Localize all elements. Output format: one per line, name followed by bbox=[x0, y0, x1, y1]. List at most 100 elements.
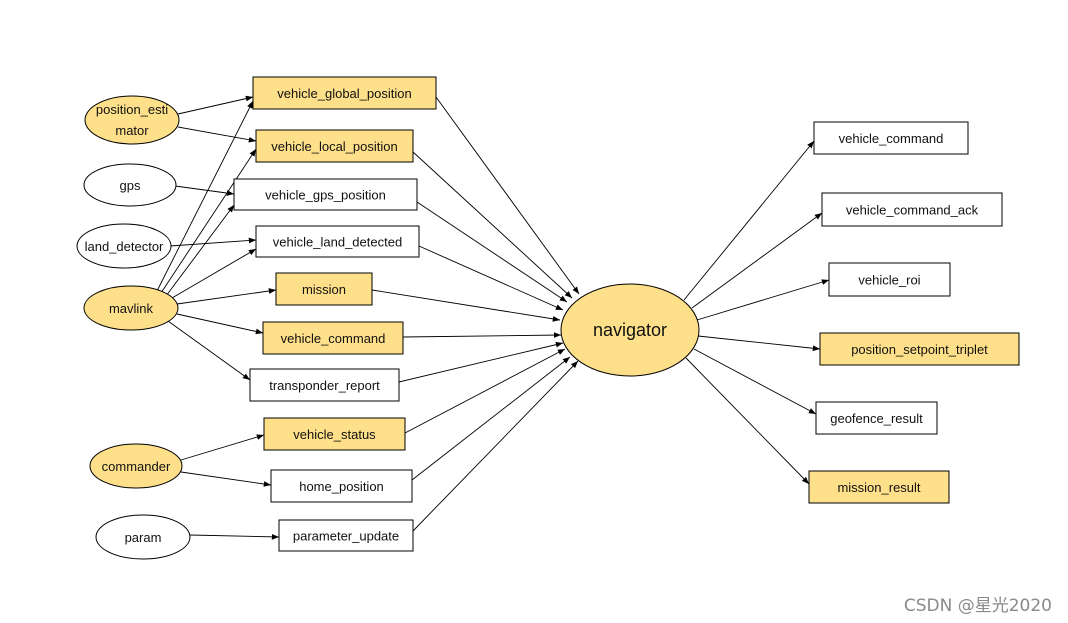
node-vehicle-status-label: vehicle_status bbox=[293, 427, 376, 442]
node-vehicle-local-position-label: vehicle_local_position bbox=[271, 139, 397, 154]
node-vehicle-global-position: vehicle_global_position bbox=[252, 76, 437, 110]
node-vehicle-command-out: vehicle_command bbox=[813, 121, 969, 155]
node-position-setpoint-triplet: position_setpoint_triplet bbox=[819, 332, 1020, 366]
node-vehicle-command-out-shape bbox=[813, 121, 969, 155]
node-mission-result-label: mission_result bbox=[837, 480, 920, 495]
node-parameter-update-shape bbox=[278, 519, 414, 552]
node-vehicle-command-ack-label: vehicle_command_ack bbox=[846, 203, 979, 218]
node-vehicle-roi-shape bbox=[828, 262, 951, 297]
node-land-detector-label: land_detector bbox=[85, 239, 164, 254]
node-vehicle-global-position-shape bbox=[252, 76, 437, 110]
edge-mavlink-to-vehicle-global-position bbox=[156, 100, 254, 292]
node-vehicle-command-in: vehicle_command bbox=[262, 321, 404, 355]
edge-mavlink-to-vehicle-command-in bbox=[176, 313, 264, 335]
node-transponder-report-label: transponder_report bbox=[269, 378, 380, 393]
node-vehicle-command-in-shape bbox=[262, 321, 404, 355]
node-commander-label: commander bbox=[102, 459, 171, 474]
node-vehicle-command-in-label: vehicle_command bbox=[281, 331, 386, 346]
node-mission-result-shape bbox=[808, 470, 950, 504]
node-position-setpoint-triplet-shape bbox=[819, 332, 1020, 366]
node-mission-shape bbox=[275, 272, 373, 306]
node-param-shape bbox=[95, 514, 191, 560]
edge-navigator-to-mission-result bbox=[685, 357, 810, 485]
node-position-estimator-label-line1: position_esti bbox=[96, 102, 168, 117]
node-parameter-update-label: parameter_update bbox=[293, 529, 399, 544]
node-vehicle-roi: vehicle_roi bbox=[828, 262, 951, 297]
edge-mavlink-to-vehicle-gps-position bbox=[165, 204, 235, 297]
node-geofence-result: geofence_result bbox=[815, 401, 938, 435]
node-land-detector-shape bbox=[76, 223, 172, 269]
node-param-label: param bbox=[125, 530, 162, 545]
edge-vehicle-global-position-to-navigator bbox=[435, 96, 580, 295]
edge-commander-to-home-position bbox=[180, 471, 272, 487]
node-home-position-label: home_position bbox=[299, 479, 384, 494]
edge-vehicle-gps-position-to-navigator bbox=[416, 201, 568, 303]
edge-navigator-to-geofence-result bbox=[693, 348, 817, 415]
node-commander-shape bbox=[89, 443, 183, 489]
edge-mavlink-to-vehicle-land-detected bbox=[171, 248, 257, 299]
edge-position-estimator-to-vehicle-global-position bbox=[177, 95, 254, 115]
node-vehicle-local-position-shape bbox=[255, 129, 414, 163]
node-vehicle-gps-position-label: vehicle_gps_position bbox=[265, 188, 386, 203]
edge-param-to-parameter-update bbox=[189, 533, 280, 540]
node-mavlink: mavlink bbox=[83, 285, 179, 331]
node-navigator-shape bbox=[560, 283, 700, 377]
edge-vehicle-land-detected-to-navigator bbox=[418, 245, 564, 311]
node-gps-label: gps bbox=[120, 178, 141, 193]
node-mavlink-label: mavlink bbox=[109, 301, 154, 316]
node-vehicle-land-detected: vehicle_land_detected bbox=[255, 225, 420, 258]
edge-vehicle-local-position-to-navigator bbox=[412, 151, 573, 299]
edge-mavlink-to-transponder-report bbox=[167, 320, 251, 381]
node-mission-result: mission_result bbox=[808, 470, 950, 504]
node-position-setpoint-triplet-label: position_setpoint_triplet bbox=[851, 342, 988, 357]
node-commander: commander bbox=[89, 443, 183, 489]
node-navigator: navigator bbox=[560, 283, 700, 377]
node-parameter-update: parameter_update bbox=[278, 519, 414, 552]
edge-transponder-report-to-navigator bbox=[398, 341, 564, 383]
node-land-detector: land_detector bbox=[76, 223, 172, 269]
edge-mavlink-to-mission bbox=[176, 288, 277, 305]
edge-navigator-to-position-setpoint-triplet bbox=[697, 335, 821, 352]
node-vehicle-land-detected-shape bbox=[255, 225, 420, 258]
edge-mavlink-to-vehicle-local-position bbox=[160, 148, 257, 294]
node-mavlink-shape bbox=[83, 285, 179, 331]
edge-gps-to-vehicle-gps-position bbox=[174, 185, 235, 196]
edge-mission-to-navigator bbox=[371, 289, 561, 322]
edge-land-detector-to-vehicle-land-detected bbox=[169, 237, 257, 247]
node-position-estimator-label-line2: mator bbox=[115, 123, 149, 138]
node-vehicle-status: vehicle_status bbox=[263, 417, 406, 451]
node-gps: gps bbox=[83, 163, 177, 207]
edge-navigator-to-vehicle-roi bbox=[696, 279, 830, 321]
edge-commander-to-vehicle-status bbox=[180, 434, 265, 461]
node-geofence-result-shape bbox=[815, 401, 938, 435]
node-vehicle-roi-label: vehicle_roi bbox=[858, 273, 920, 288]
edge-vehicle-status-to-navigator bbox=[404, 348, 566, 434]
node-gps-shape bbox=[83, 163, 177, 207]
edge-vehicle-command-in-to-navigator bbox=[402, 332, 562, 338]
edges-layer bbox=[156, 95, 830, 540]
edge-home-position-to-navigator bbox=[411, 356, 571, 481]
node-home-position: home_position bbox=[270, 469, 413, 503]
node-navigator-label: navigator bbox=[593, 320, 667, 340]
node-mission-label: mission bbox=[302, 282, 346, 297]
node-vehicle-land-detected-label: vehicle_land_detected bbox=[273, 235, 402, 250]
node-transponder-report-shape bbox=[249, 368, 400, 402]
node-vehicle-command-ack-shape bbox=[821, 192, 1003, 227]
node-mission: mission bbox=[275, 272, 373, 306]
node-position-estimator-shape bbox=[84, 95, 180, 145]
node-geofence-result-label: geofence_result bbox=[830, 411, 923, 426]
node-vehicle-command-out-label: vehicle_command bbox=[839, 131, 944, 146]
edge-navigator-to-vehicle-command-ack bbox=[691, 212, 823, 309]
edge-position-estimator-to-vehicle-local-position bbox=[177, 126, 257, 143]
node-vehicle-local-position: vehicle_local_position bbox=[255, 129, 414, 163]
node-vehicle-gps-position: vehicle_gps_position bbox=[233, 178, 418, 211]
node-vehicle-status-shape bbox=[263, 417, 406, 451]
edge-parameter-update-to-navigator bbox=[412, 360, 579, 532]
node-vehicle-command-ack: vehicle_command_ack bbox=[821, 192, 1003, 227]
node-vehicle-global-position-label: vehicle_global_position bbox=[277, 86, 411, 101]
node-param: param bbox=[95, 514, 191, 560]
watermark-text: CSDN @星光2020 bbox=[904, 596, 1052, 616]
node-vehicle-gps-position-shape bbox=[233, 178, 418, 211]
